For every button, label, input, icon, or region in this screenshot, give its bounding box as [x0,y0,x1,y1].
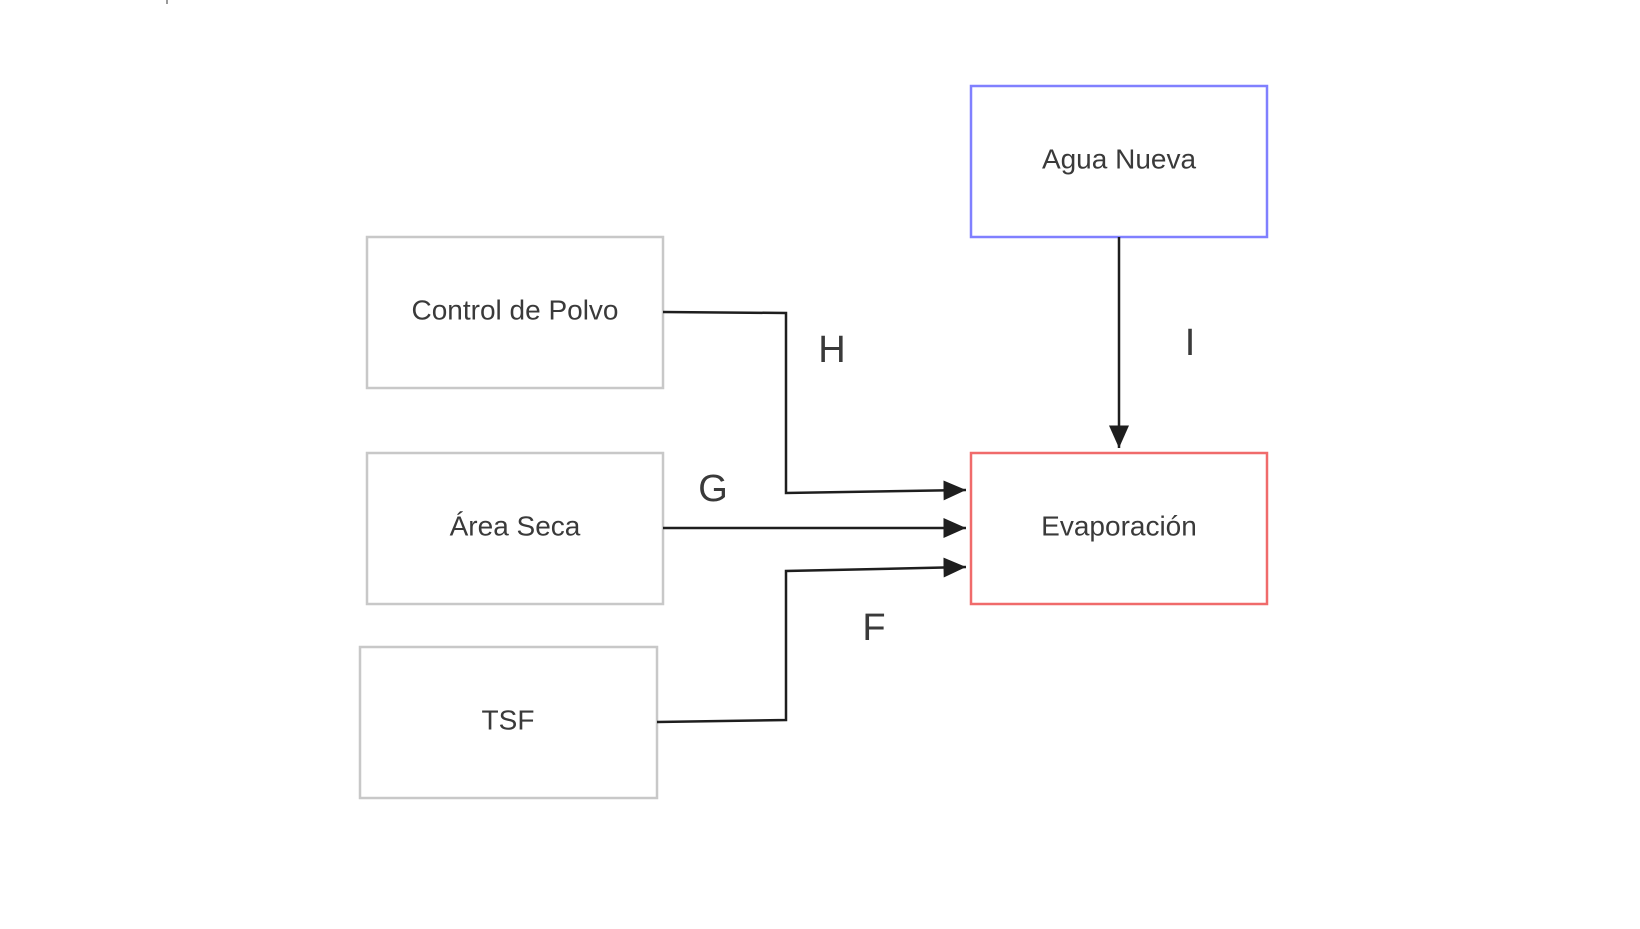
edge-g-label: G [698,468,728,510]
node-control-de-polvo-box [365,235,665,390]
edge-i[interactable]: I [1109,237,1196,448]
edge-h-line [662,310,967,501]
node-tsf-label: TSF [482,704,535,735]
node-control-de-polvo-label: Control de Polvo [411,294,618,325]
top-edge-tick [166,0,168,4]
edge-i-label: I [1185,322,1196,364]
node-agua-nueva[interactable]: Agua Nueva [969,84,1269,239]
edge-g[interactable]: G [663,468,966,538]
node-area-seca[interactable]: Área Seca [365,451,665,606]
edge-f-label: F [862,607,885,649]
node-area-seca-label: Área Seca [450,510,581,541]
node-control-de-polvo[interactable]: Control de Polvo [365,235,665,390]
node-evaporacion-label: Evaporación [1041,510,1197,541]
edge-f-line [656,557,967,724]
edge-h-label: H [818,329,845,371]
node-evaporacion-box [969,451,1269,606]
node-agua-nueva-label: Agua Nueva [1042,143,1197,174]
node-evaporacion[interactable]: Evaporación [969,451,1269,606]
node-area-seca-box [365,451,665,606]
edge-h[interactable]: H [662,310,967,501]
node-tsf[interactable]: TSF [358,645,659,800]
node-tsf-box [358,645,659,800]
edge-f[interactable]: F [656,557,967,724]
